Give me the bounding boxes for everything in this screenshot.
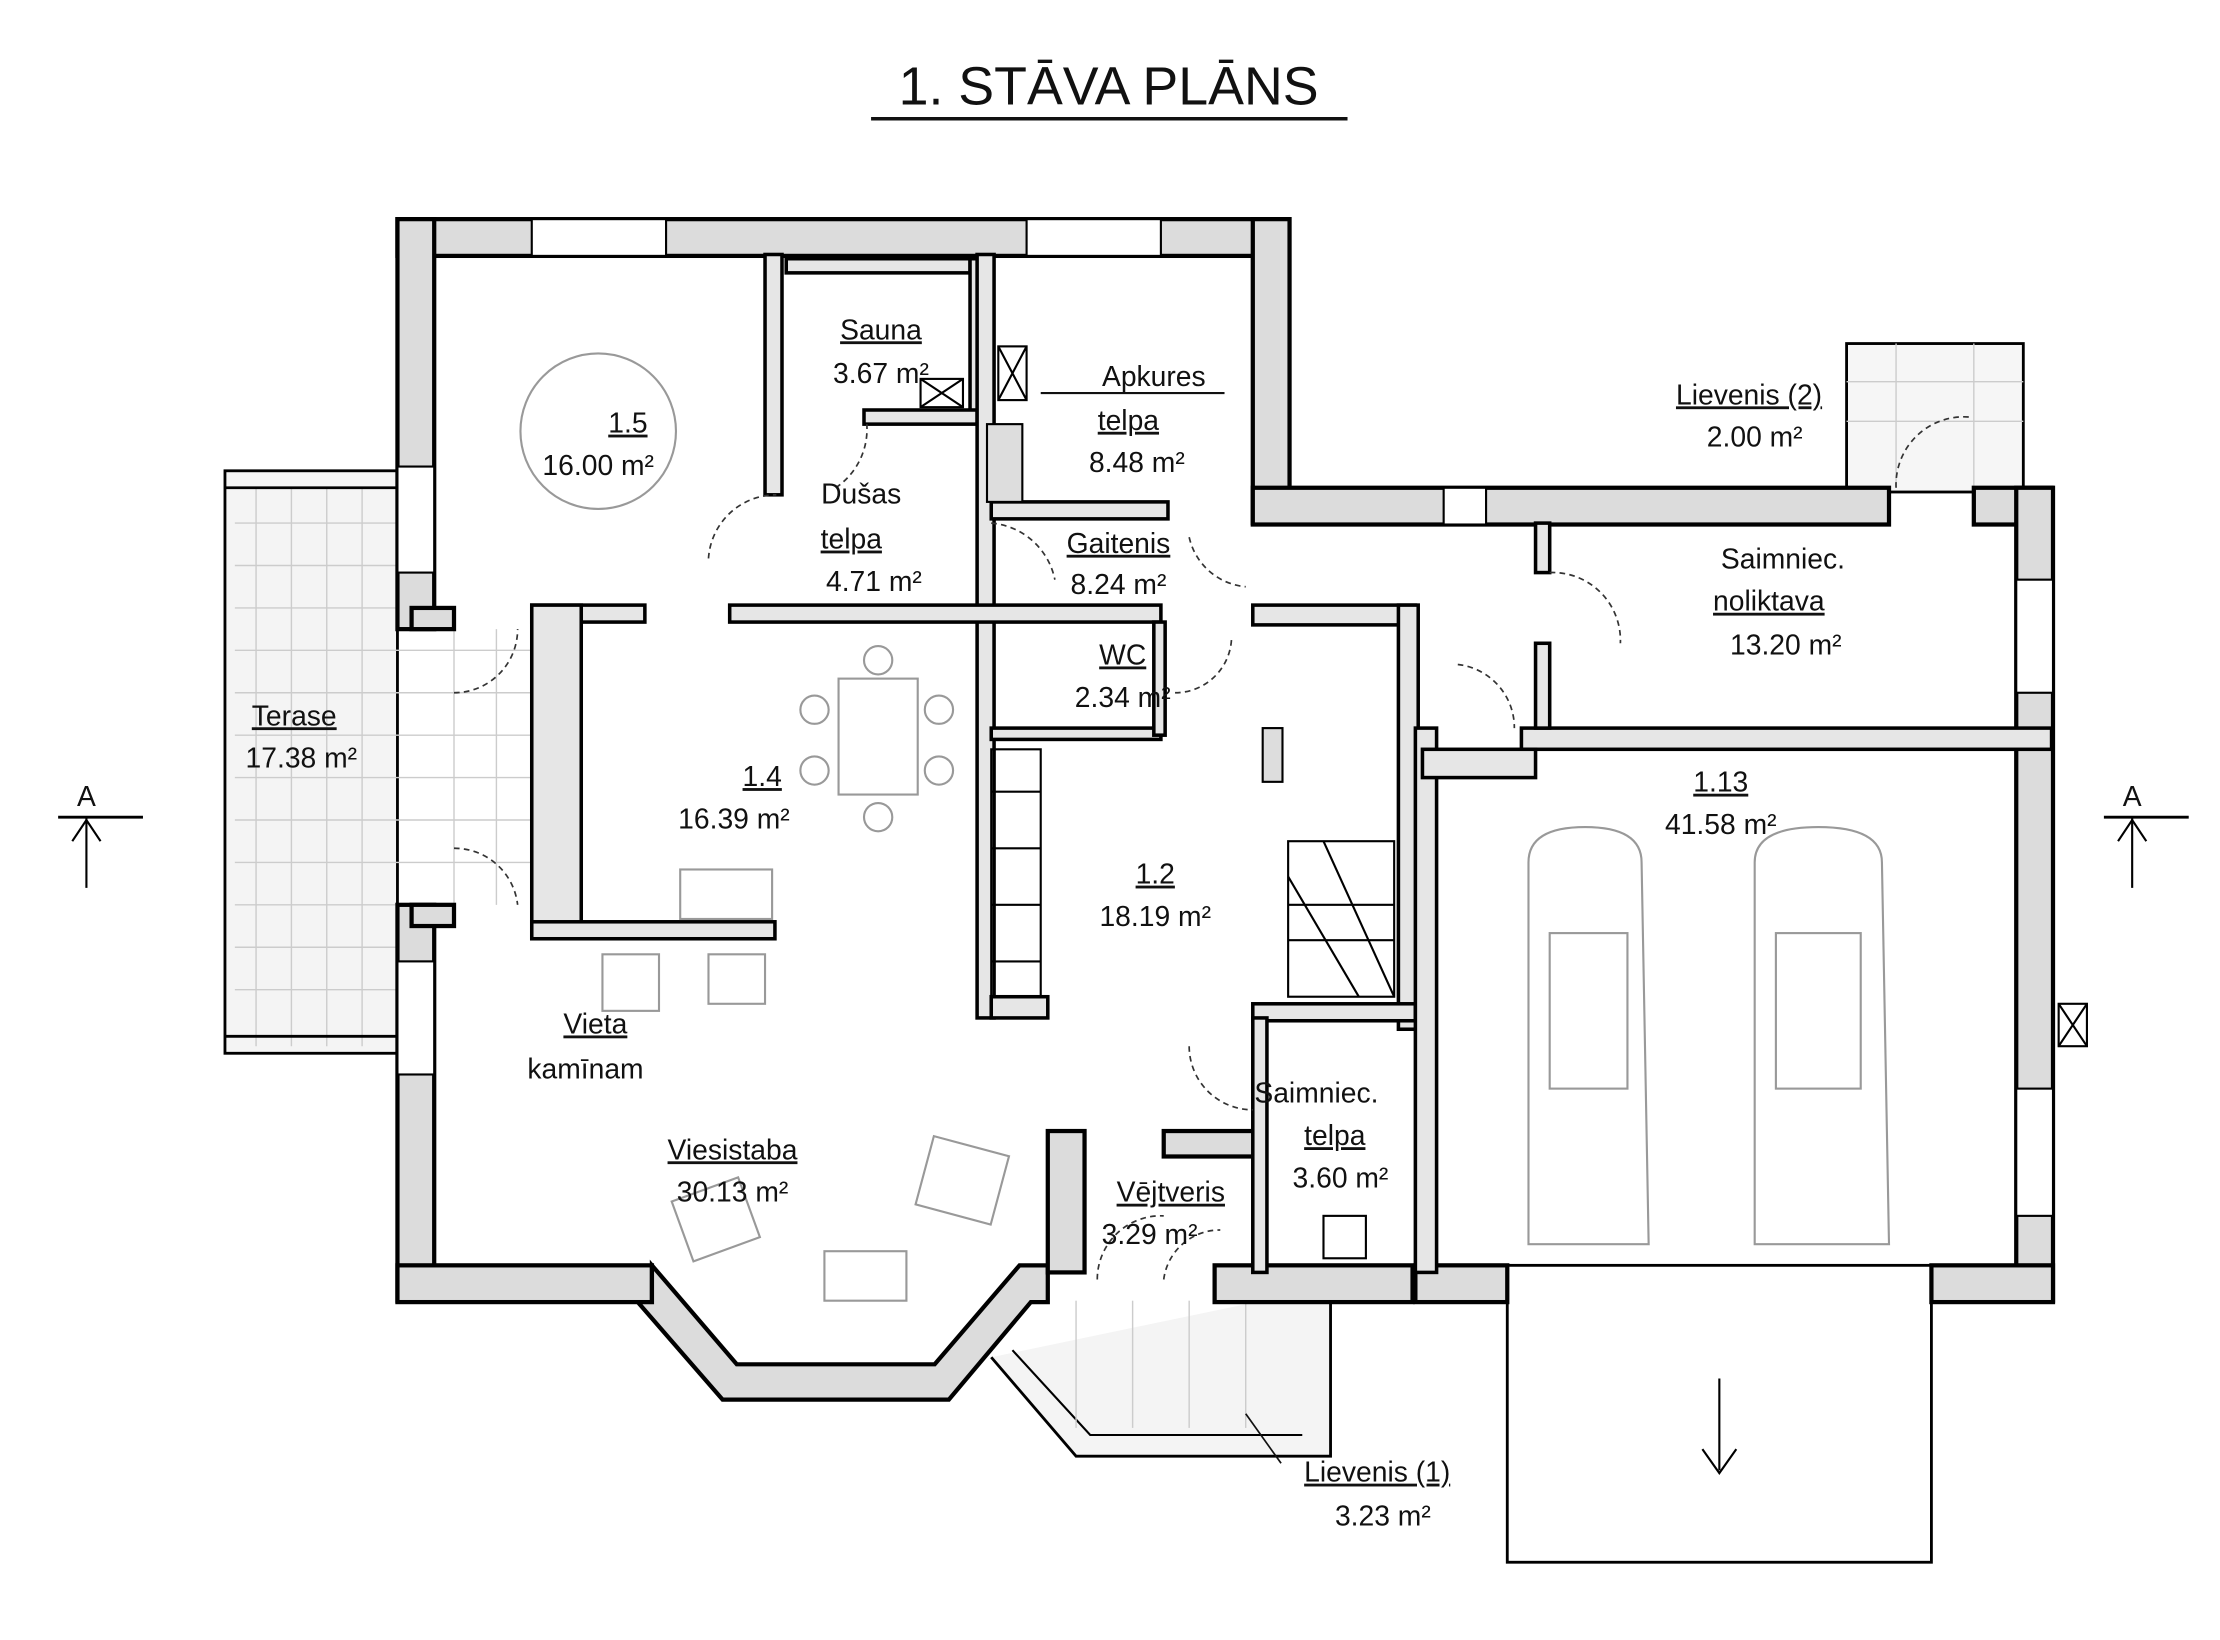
svg-text:Gaitenis: Gaitenis bbox=[1067, 527, 1171, 559]
svg-text:Viesistaba: Viesistaba bbox=[668, 1133, 798, 1165]
svg-text:Sauna: Sauna bbox=[840, 313, 922, 345]
room-label-gaitenis: Gaitenis 8.24 m² bbox=[1067, 527, 1171, 600]
section-marker-right: A bbox=[2103, 780, 2189, 888]
rear-porch bbox=[1845, 342, 2025, 494]
room-label-1-13: 1.13 41.58 m² bbox=[1665, 766, 1777, 840]
svg-text:1.5: 1.5 bbox=[608, 407, 647, 439]
entrance-porch bbox=[990, 1286, 1332, 1458]
room-label-vejtveris: Vējtveris 3.29 m² bbox=[1102, 1176, 1225, 1250]
room-label-1-5: 1.5 16.00 m² bbox=[542, 407, 654, 481]
svg-text:telpa: telpa bbox=[821, 523, 883, 555]
section-marker-left: A bbox=[58, 780, 143, 888]
svg-text:16.00 m²: 16.00 m² bbox=[542, 449, 654, 481]
room-label-saimniec-telpa: Saimniec. telpa 3.60 m² bbox=[1254, 1077, 1388, 1194]
svg-text:30.13 m²: 30.13 m² bbox=[677, 1176, 789, 1208]
room-label-wc: WC 2.34 m² bbox=[1075, 638, 1171, 712]
stairs bbox=[990, 748, 1396, 998]
svg-text:Apkures: Apkures bbox=[1102, 360, 1206, 392]
svg-text:Saimniec.: Saimniec. bbox=[1721, 542, 1845, 574]
svg-text:A: A bbox=[2123, 780, 2142, 812]
svg-text:3.29 m²: 3.29 m² bbox=[1102, 1218, 1198, 1250]
svg-text:2.34 m²: 2.34 m² bbox=[1075, 681, 1171, 713]
svg-text:17.38 m²: 17.38 m² bbox=[246, 742, 358, 774]
svg-text:3.23 m²: 3.23 m² bbox=[1335, 1499, 1431, 1531]
svg-text:kamīnam: kamīnam bbox=[527, 1053, 643, 1085]
svg-text:4.71 m²: 4.71 m² bbox=[826, 565, 922, 597]
svg-text:Lievenis (1): Lievenis (1) bbox=[1304, 1456, 1450, 1488]
svg-text:Terase: Terase bbox=[252, 699, 337, 731]
label-vieta-kaminam: Vieta kamīnam bbox=[527, 1007, 643, 1084]
svg-text:WC: WC bbox=[1099, 638, 1146, 670]
room-label-saimniec-noliktava: Saimniec. noliktava 13.20 m² bbox=[1713, 542, 1845, 660]
room-label-1-4: 1.4 16.39 m² bbox=[678, 760, 790, 834]
svg-text:3.67 m²: 3.67 m² bbox=[833, 357, 929, 389]
svg-text:Saimniec.: Saimniec. bbox=[1254, 1077, 1378, 1109]
room-label-1-2: 1.2 18.19 m² bbox=[1099, 858, 1211, 932]
svg-text:1.2: 1.2 bbox=[1136, 858, 1175, 890]
svg-text:Dušas: Dušas bbox=[821, 477, 901, 509]
furniture bbox=[519, 352, 1891, 1302]
room-label-viesistaba: Viesistaba 30.13 m² bbox=[668, 1133, 798, 1207]
room-label-apkures-telpa: Apkures telpa 8.48 m² bbox=[1040, 360, 1225, 478]
svg-text:A: A bbox=[77, 780, 96, 812]
svg-text:Vieta: Vieta bbox=[563, 1007, 627, 1039]
svg-text:Lievenis (2): Lievenis (2) bbox=[1676, 378, 1822, 410]
svg-text:1.13: 1.13 bbox=[1693, 766, 1748, 798]
svg-text:41.58 m²: 41.58 m² bbox=[1665, 808, 1777, 840]
room-label-lievenis-1: Lievenis (1) 3.23 m² bbox=[1245, 1413, 1450, 1531]
svg-text:18.19 m²: 18.19 m² bbox=[1099, 900, 1211, 932]
svg-text:noliktava: noliktava bbox=[1713, 585, 1825, 617]
svg-text:8.48 m²: 8.48 m² bbox=[1089, 446, 1185, 478]
room-label-lievenis-2: Lievenis (2) 2.00 m² bbox=[1676, 378, 1822, 452]
svg-text:2.00 m²: 2.00 m² bbox=[1707, 421, 1803, 453]
svg-text:16.39 m²: 16.39 m² bbox=[678, 802, 790, 834]
ventilation-shafts bbox=[919, 345, 2088, 1048]
doors bbox=[453, 415, 1970, 1280]
garage-driveway bbox=[1505, 1263, 1933, 1564]
svg-text:8.24 m²: 8.24 m² bbox=[1071, 568, 1167, 600]
svg-text:Vējtveris: Vējtveris bbox=[1117, 1176, 1225, 1208]
room-label-terase: Terase 17.38 m² bbox=[246, 699, 358, 773]
room-label-dusas-telpa: Dušas telpa 4.71 m² bbox=[821, 477, 922, 597]
svg-text:3.60 m²: 3.60 m² bbox=[1293, 1162, 1389, 1194]
terrace-floor bbox=[223, 469, 553, 1055]
svg-text:telpa: telpa bbox=[1304, 1119, 1366, 1151]
svg-text:1.4: 1.4 bbox=[743, 760, 782, 792]
room-label-sauna: Sauna 3.67 m² bbox=[833, 313, 929, 389]
svg-text:13.20 m²: 13.20 m² bbox=[1730, 629, 1842, 661]
plan-title: 1. STĀVA PLĀNS bbox=[899, 57, 1319, 117]
svg-text:telpa: telpa bbox=[1098, 404, 1160, 436]
